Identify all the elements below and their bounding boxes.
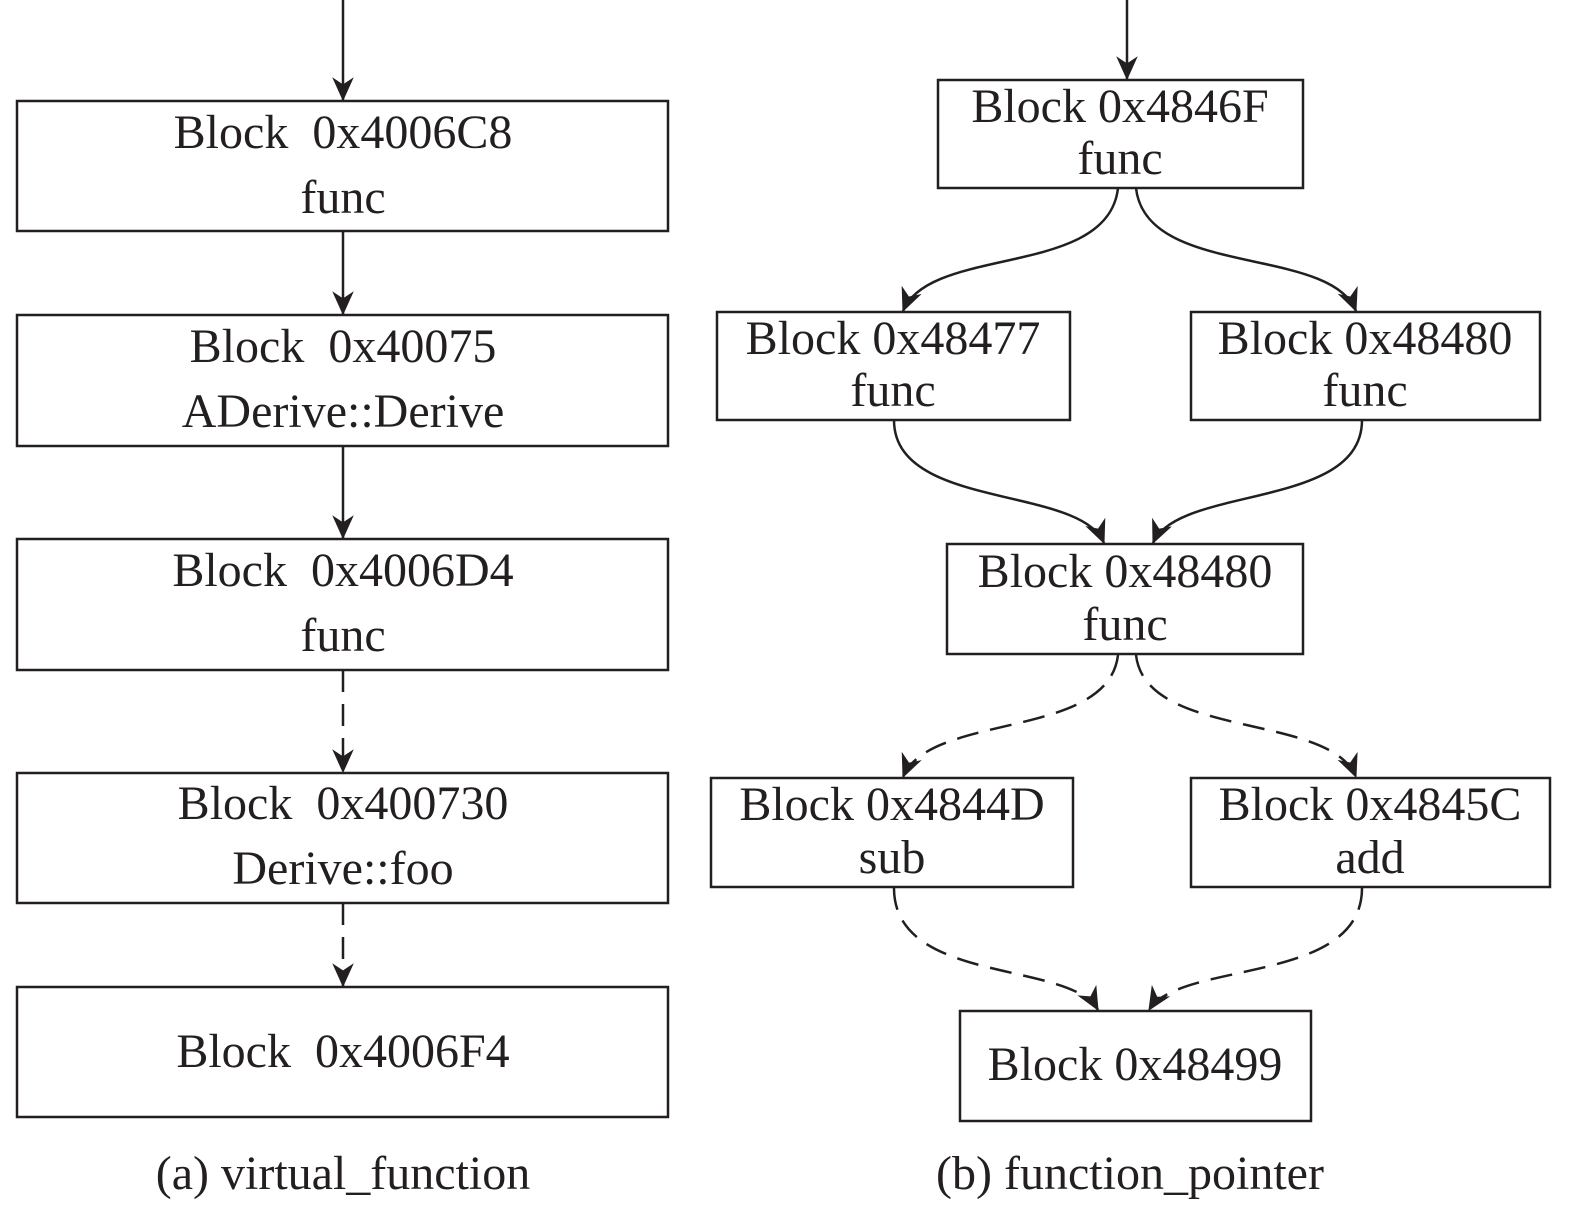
- block-address: Block 0x400730: [178, 777, 509, 830]
- block-function: add: [1335, 831, 1404, 884]
- block-node: Block 0x4844D sub: [709, 776, 1075, 889]
- block-node: Block 0x4845C add: [1189, 776, 1552, 889]
- block-node: Block 0x4006C8 func: [15, 99, 670, 233]
- block-address: Block 0x48480: [1218, 312, 1513, 365]
- block-node: Block 0x4846F func: [936, 78, 1305, 190]
- block-address: Block 0x40075: [190, 320, 497, 373]
- block-function: func: [850, 364, 935, 417]
- block-node: Block 0x40075 ADerive::Derive: [15, 313, 670, 448]
- block-function: func: [300, 609, 385, 662]
- block-node: Block 0x48480 func: [1189, 310, 1542, 422]
- block-address: Block 0x4844D: [739, 778, 1044, 831]
- block-node: Block 0x48480 func: [945, 542, 1305, 656]
- edge-b-2-4: [892, 419, 1106, 545]
- block-node: Block 0x4006F4: [15, 985, 670, 1119]
- block-node: Block 0x48499: [958, 1009, 1313, 1123]
- block-node: Block 0x48477 func: [715, 310, 1072, 422]
- block-address: Block 0x48477: [746, 312, 1041, 365]
- edge-b-6-7: [1147, 887, 1364, 1012]
- block-address: Block 0x48480: [978, 545, 1273, 598]
- edge-b-3-4: [1151, 419, 1364, 545]
- block-function: func: [1077, 132, 1162, 185]
- edge-b-5-7: [892, 887, 1100, 1012]
- block-node: Block 0x4006D4 func: [15, 537, 670, 672]
- edge-b-1-2: [901, 187, 1120, 313]
- block-address: Block 0x4846F: [971, 80, 1268, 133]
- edge-b-4-5: [901, 654, 1120, 779]
- block-address: Block 0x4006C8: [174, 106, 513, 159]
- virtual-function-diagram: Block 0x4006C8 func Block 0x40075 ADeriv…: [15, 0, 670, 1200]
- block-address: Block 0x4006D4: [172, 544, 513, 597]
- block-address: Block 0x4006F4: [176, 1025, 509, 1078]
- block-function: sub: [859, 831, 926, 884]
- caption-virtual-function: (a) virtual_function: [156, 1147, 531, 1200]
- caption-function-pointer: (b) function_pointer: [936, 1147, 1324, 1200]
- block-function: func: [1322, 364, 1407, 417]
- block-function: ADerive::Derive: [182, 385, 505, 438]
- block-address: Block 0x4845C: [1219, 778, 1522, 831]
- block-function: func: [300, 171, 385, 224]
- function-pointer-diagram: Block 0x4846F func Block 0x48477 func Bl…: [709, 0, 1552, 1200]
- block-function: func: [1082, 598, 1167, 651]
- block-address: Block 0x48499: [988, 1038, 1283, 1091]
- edge-b-1-3: [1134, 187, 1358, 313]
- block-node: Block 0x400730 Derive::foo: [15, 771, 670, 905]
- edge-b-4-6: [1134, 654, 1358, 779]
- block-function: Derive::foo: [232, 842, 453, 895]
